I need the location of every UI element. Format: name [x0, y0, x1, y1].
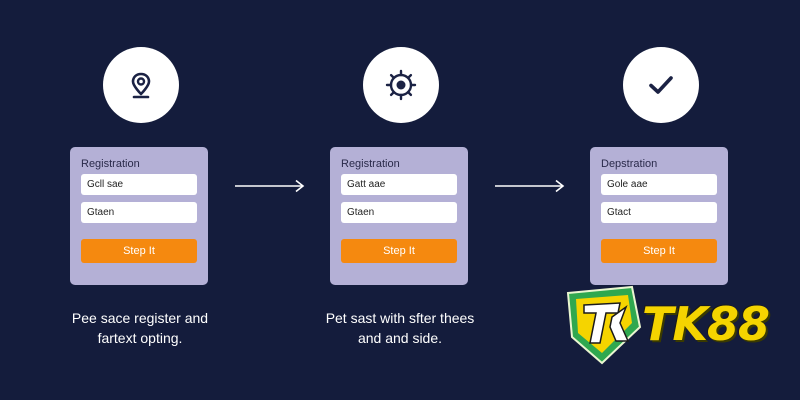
step-1-caption: Pee sace register and fartext opting.: [40, 308, 240, 348]
checkmark-icon: [649, 76, 673, 94]
registration-card-2: Registration Gatt aae Gtaen Step It: [330, 147, 468, 285]
step-button-3[interactable]: Step It: [601, 239, 717, 263]
step-2: Registration Gatt aae Gtaen Step It Pet …: [300, 0, 500, 400]
step-button-1[interactable]: Step It: [81, 239, 197, 263]
caption-line-1: Pet sast with sfter thees: [325, 310, 475, 326]
registration-card-1: Registration Gcll sae Gtaen Step It: [70, 147, 208, 285]
text-field-1[interactable]: Gatt aae: [341, 174, 457, 195]
arrow-right-icon: [235, 179, 305, 193]
text-field-2[interactable]: Gtaen: [81, 202, 197, 223]
arrow-right-icon: [495, 179, 565, 193]
step-3-icon-circle: [623, 47, 699, 123]
caption-line-2: fartext opting.: [97, 330, 183, 346]
location-pin-icon: [131, 72, 151, 99]
card-title: Registration: [341, 158, 400, 170]
text-field-1[interactable]: Gcll sae: [81, 174, 197, 195]
tk88-logo: TK88: [562, 283, 800, 367]
card-title: Registration: [81, 158, 140, 170]
caption-line-1: Pee sace register and: [71, 310, 209, 326]
registration-card-3: Depstration Gole aae Gtact Step It: [590, 147, 728, 285]
target-settings-icon: [385, 69, 417, 101]
logo-text: TK88: [642, 297, 770, 351]
text-field-2[interactable]: Gtact: [601, 202, 717, 223]
tk-shield-icon: [566, 285, 642, 365]
card-title: Depstration: [601, 158, 658, 170]
step-3: Depstration Gole aae Gtact Step It: [560, 0, 760, 400]
step-button-2[interactable]: Step It: [341, 239, 457, 263]
step-1-icon-circle: [103, 47, 179, 123]
text-field-2[interactable]: Gtaen: [341, 202, 457, 223]
text-field-1[interactable]: Gole aae: [601, 174, 717, 195]
caption-line-2: and and side.: [357, 330, 443, 346]
step-2-caption: Pet sast with sfter thees and and side.: [300, 308, 500, 348]
step-1: Registration Gcll sae Gtaen Step It Pee …: [40, 0, 240, 400]
step-2-icon-circle: [363, 47, 439, 123]
